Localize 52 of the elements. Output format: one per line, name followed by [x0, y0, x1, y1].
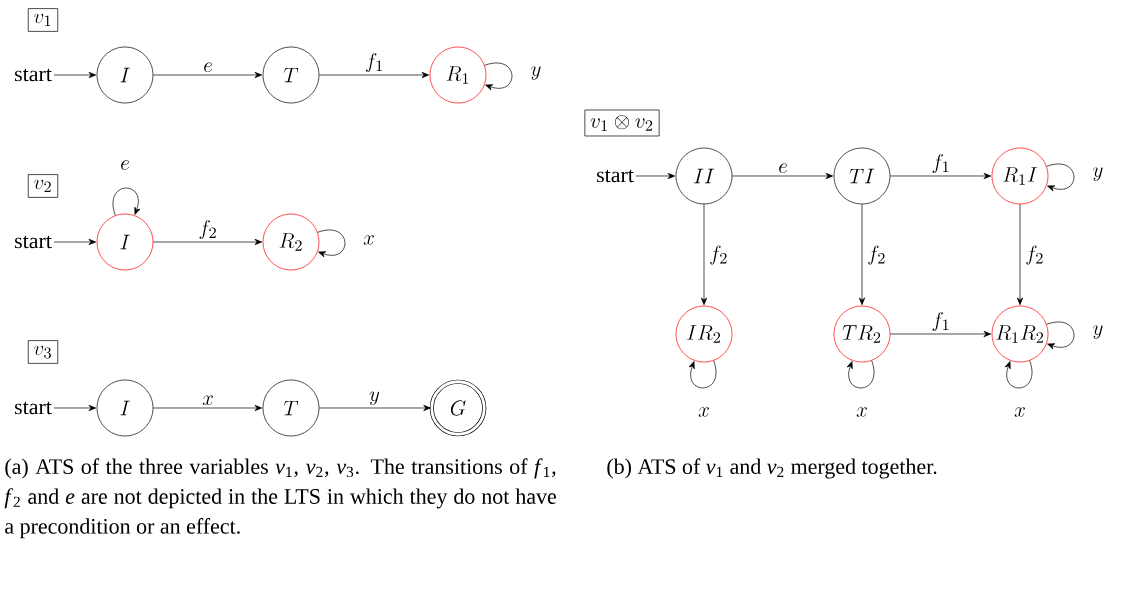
edge-label: $f_1$: [929, 152, 953, 175]
transition-arrow: [635, 172, 676, 180]
start-label: start: [15, 68, 52, 82]
self-loop-arrow: [112, 187, 141, 216]
self-loop-arrow: [317, 229, 346, 258]
self-loop-arrow: [1046, 163, 1075, 192]
start-label: start: [597, 169, 634, 183]
self-loop-arrow: [688, 360, 717, 389]
transition-arrow: [732, 172, 834, 180]
edge-label: $f_2$: [196, 218, 220, 241]
edge-label: $y$: [367, 389, 382, 407]
start-label: start: [15, 401, 52, 415]
edge-label: $x$: [696, 405, 712, 419]
edge-label: $x$: [854, 405, 870, 419]
variable-label-box: $v_1 \otimes v_2$: [584, 109, 660, 137]
edge-label: $f_2$: [707, 243, 731, 267]
edge-label: $f_2$: [865, 243, 889, 267]
transition-arrow: [700, 204, 708, 306]
edge-label: $x$: [200, 394, 216, 407]
transition-arrow: [319, 71, 430, 79]
variable-label-box: $v_3$: [27, 340, 59, 364]
edge-label: $y$: [1090, 323, 1106, 341]
self-loop-arrow: [846, 360, 875, 389]
variable-label-box: $v_1$: [27, 8, 59, 32]
caption-text: (b) ATS of v$_{1}$ and v$_{2}$ merged together.: [607, 458, 937, 479]
edge-label: $f_1$: [363, 51, 386, 74]
transition-arrow: [153, 238, 263, 246]
edge-label: $y$: [528, 64, 544, 82]
transition-arrow: [1016, 204, 1024, 306]
transition-arrow: [858, 204, 866, 306]
self-loop-arrow: [1004, 360, 1033, 389]
edge-label: $f_1$: [929, 310, 953, 333]
edge-label: $f_2$: [1023, 243, 1047, 267]
edge-label: $e$: [118, 158, 132, 172]
transition-arrow: [53, 71, 97, 79]
transition-arrow: [890, 172, 992, 180]
transition-arrow: [319, 404, 431, 412]
transition-arrow: [53, 404, 97, 412]
transition-arrow: [890, 330, 992, 338]
transition-arrow: [153, 404, 263, 412]
variable-label-box: $v_2$: [27, 174, 59, 198]
transition-arrow: [53, 238, 97, 246]
transition-arrow: [153, 71, 263, 79]
self-loop-arrow: [1046, 321, 1075, 350]
edge-label: $x$: [361, 233, 377, 247]
start-label: start: [15, 235, 52, 249]
edge-label: $e$: [776, 162, 790, 175]
edge-label: $e$: [201, 61, 215, 74]
edge-label: $x$: [1012, 405, 1028, 419]
caption-text: (a) ATS of the three variables v$_{1}$, v$_{2}$, v$_{3}$. The transitions of f$_{1}$, f$_{2}$ and e are not depicted in the LTS in which they do not have a precondition or an effect.: [4, 458, 556, 539]
edge-label: $y$: [1090, 165, 1106, 183]
self-loop-arrow: [484, 62, 513, 91]
